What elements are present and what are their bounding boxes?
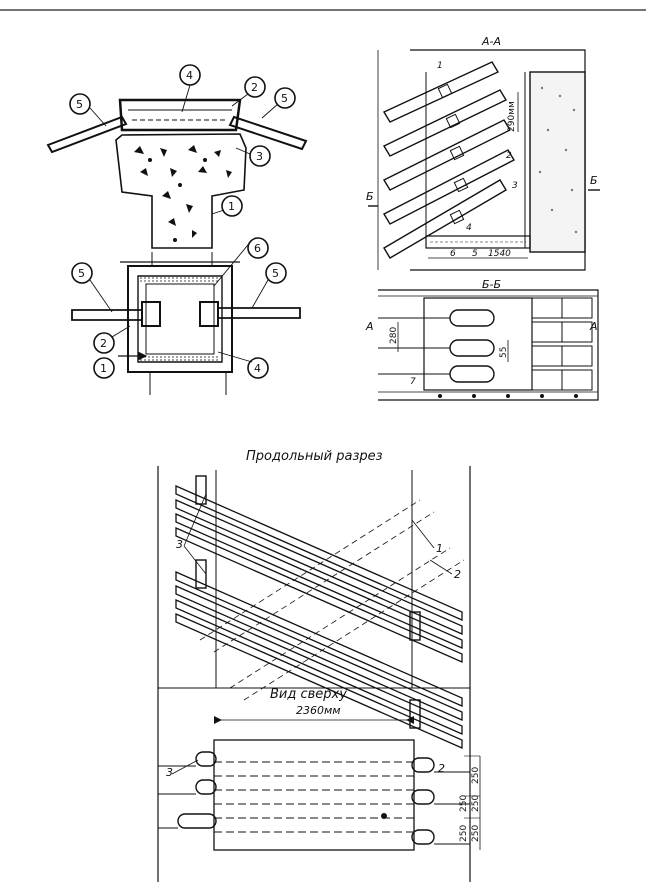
dim-250-b: 250: [471, 795, 481, 812]
pipe-left: [46, 115, 128, 154]
cut-b-right: Б: [590, 174, 598, 187]
dim-2360mm: 2360мм: [296, 704, 341, 717]
callout-a-2b: 2: [100, 337, 107, 350]
label-c-1: 1: [436, 542, 443, 555]
label-c-2: 2: [454, 568, 461, 581]
pipe-collars: [437, 83, 469, 225]
fig-c-text: Продольный разрез Вид сверху 2360мм 250 …: [166, 449, 481, 842]
longitudinal-section-title: Продольный разрез: [246, 449, 383, 464]
fig-b-text: А-А Б-Б Б Б А А 290мм 1540 280 55 1 2 3 …: [365, 35, 598, 387]
wall-block: [529, 71, 586, 253]
bundle-upper: [175, 485, 463, 663]
callout-a-4: 4: [186, 69, 193, 82]
cut-b-left: Б: [366, 190, 374, 203]
callout-a-5: 5: [76, 98, 83, 111]
dim-1540: 1540: [488, 249, 511, 259]
dim-55: 55: [499, 347, 509, 358]
callout-a-5c: 5: [78, 267, 85, 280]
plan-pipe-ends: [449, 309, 495, 383]
crossing-dashed: [199, 499, 465, 701]
callout-a-1: 1: [228, 200, 235, 213]
label-b-1: 1: [437, 61, 443, 71]
callout-a-2: 2: [251, 81, 258, 94]
cut-a-right: А: [589, 320, 598, 333]
fig-a-callouts: [69, 64, 296, 379]
label-b-7: 7: [410, 377, 416, 387]
pipe-right: [228, 115, 308, 151]
fig-c-leaders: [171, 493, 453, 775]
concrete-aggregate: [134, 145, 232, 242]
label-b-4: 4: [466, 223, 472, 233]
fig-a-elevation: [46, 98, 308, 395]
cut-a-left: А: [365, 320, 374, 333]
callout-a-5d: 5: [272, 267, 279, 280]
callout-a-5b: 5: [281, 92, 288, 105]
label-c-2b: 2: [438, 762, 445, 775]
callout-a-4b: 4: [254, 362, 261, 375]
label-b-3: 3: [512, 181, 518, 191]
fig-a-leaders: [89, 84, 279, 363]
label-c-3b: 3: [166, 766, 173, 779]
dim-290mm: 290мм: [507, 101, 517, 132]
cap-frame: [118, 98, 242, 132]
top-view-title: Вид сверху: [270, 687, 347, 702]
callout-a-1b: 1: [100, 362, 107, 375]
fig-c-drawing: [157, 466, 481, 882]
section-aa-label: А-А: [481, 35, 501, 48]
label-b-5: 5: [472, 249, 478, 259]
dim-250-d: 250: [459, 795, 469, 812]
plan-block: [213, 739, 415, 851]
callout-a-3: 3: [256, 150, 263, 163]
label-b-2: 2: [506, 151, 512, 161]
fig-a-callout-text: 4 2 5 5 3 1 6 5 5 2 1 4: [76, 69, 288, 375]
dim-280: 280: [389, 327, 399, 344]
dim-250-a: 250: [471, 767, 481, 784]
plan-pipe-stubs: [177, 751, 435, 845]
section-bb-label: Б-Б: [482, 278, 501, 291]
plan-outline: [127, 265, 233, 373]
dim-250-e: 250: [459, 825, 469, 842]
inclined-pipes: [382, 61, 515, 259]
callout-a-6: 6: [254, 242, 261, 255]
bundle-lower: [175, 571, 463, 749]
fig-b-section: [368, 49, 600, 401]
label-c-3: 3: [176, 538, 183, 551]
concrete-column: [115, 133, 247, 249]
label-b-6: 6: [450, 249, 456, 259]
dim-250-c: 250: [471, 825, 481, 842]
